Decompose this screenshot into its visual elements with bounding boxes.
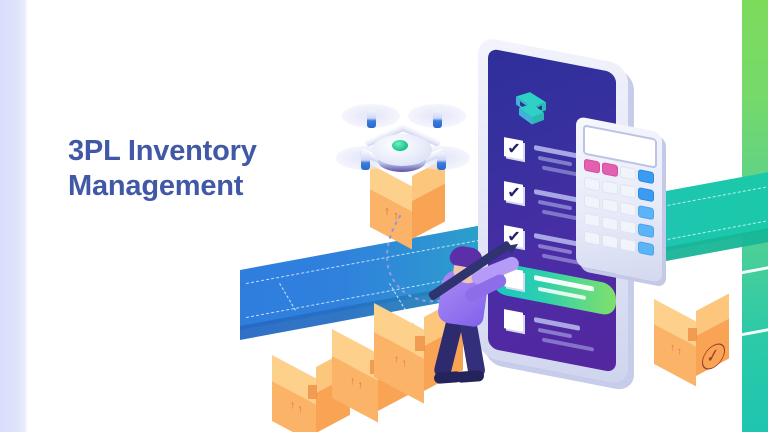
calculator-key[interactable] [638, 223, 654, 239]
delivery-drone [334, 88, 470, 223]
checkbox[interactable]: ✓ [504, 137, 523, 160]
worker-with-pencil [427, 239, 542, 398]
calculator-widget [576, 116, 662, 283]
calculator-key[interactable] [602, 198, 618, 214]
calculator-key[interactable] [584, 194, 600, 210]
calculator-key[interactable] [638, 241, 654, 257]
smartphone-mockup: ✓ ✓ ✓ [470, 28, 680, 398]
drone-motor [437, 152, 446, 170]
calculator-key[interactable] [602, 234, 618, 250]
left-edge-strip [0, 0, 27, 432]
box-tape [415, 336, 425, 351]
open-box-icon [510, 78, 554, 131]
calculator-key[interactable] [620, 237, 636, 253]
calculator-key[interactable] [602, 180, 618, 196]
calculator-key[interactable] [620, 183, 636, 199]
calculator-key[interactable] [584, 158, 600, 174]
drone-camera-light-icon [392, 140, 408, 151]
list-item: ↑↑ [272, 348, 350, 432]
calculator-key[interactable] [638, 187, 654, 203]
list-item: ↑↑ ✓ [654, 293, 732, 387]
calculator-key[interactable] [584, 176, 600, 192]
calculator-key[interactable] [638, 205, 654, 221]
checkbox[interactable]: ✓ [504, 181, 523, 204]
calculator-key[interactable] [620, 219, 636, 235]
calculator-key[interactable] [584, 230, 600, 246]
drone-motor [433, 110, 442, 128]
check-icon: ✓ [507, 137, 522, 160]
list-item: ↑↑ [374, 296, 466, 404]
calculator-key[interactable] [602, 162, 618, 178]
drone-motor [361, 152, 370, 170]
calculator-key[interactable] [620, 201, 636, 217]
box-tape [688, 328, 697, 341]
drone-motor [367, 110, 376, 128]
check-icon: ✓ [507, 181, 522, 204]
box-tape [308, 385, 317, 399]
calculator-key[interactable] [620, 165, 636, 181]
calculator-key[interactable] [638, 169, 654, 185]
list-item-line [542, 337, 594, 352]
worker-shoe-front [455, 370, 485, 383]
verified-check-glyph: ✓ [707, 344, 719, 367]
page-title: 3PL Inventory Management [68, 135, 257, 203]
phone-screen: ✓ ✓ ✓ [488, 48, 616, 373]
calculator-key[interactable] [584, 212, 600, 228]
calculator-key[interactable] [602, 216, 618, 232]
